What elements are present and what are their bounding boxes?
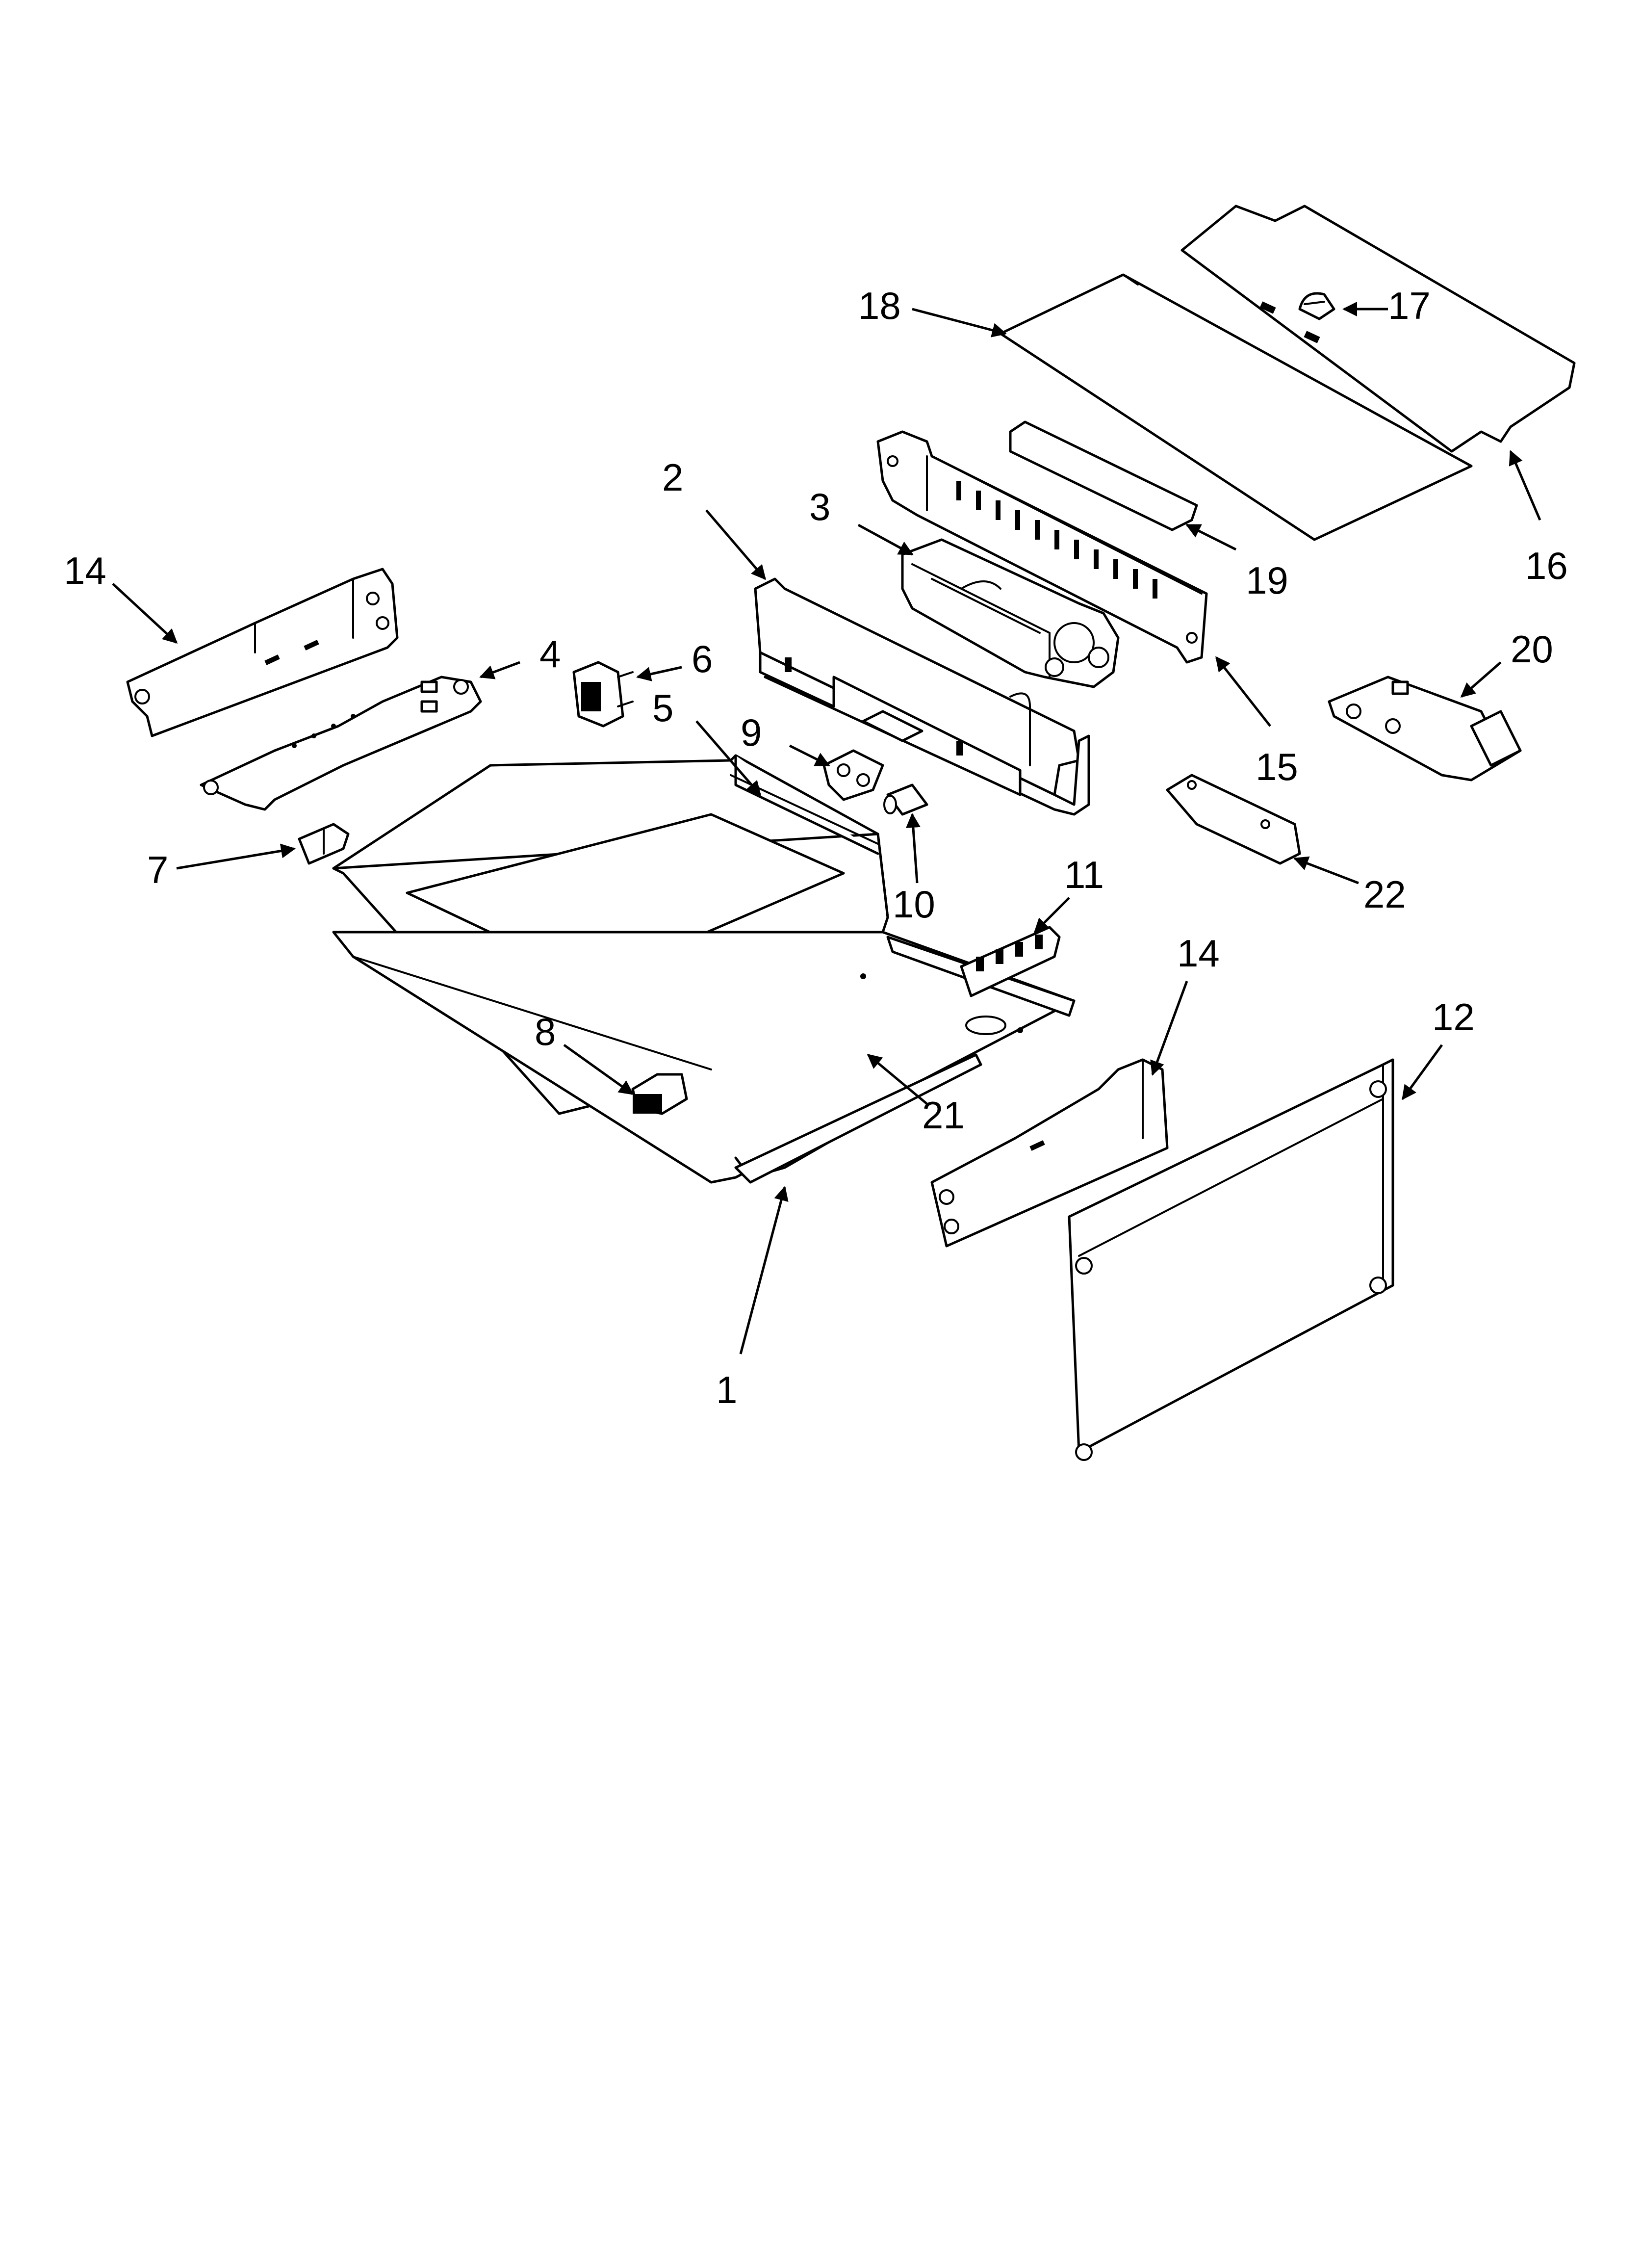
part-14-side-bracket-right — [930, 1058, 1169, 1248]
part-6-switch — [572, 661, 634, 728]
part-2-channel-bracket — [754, 577, 1090, 816]
part-8-latch — [631, 1073, 688, 1115]
callout-16: 16 — [1525, 544, 1568, 587]
part-22-bracket — [1166, 774, 1301, 865]
callout-2: 2 — [662, 456, 683, 499]
part-16-top-panel — [1180, 205, 1576, 453]
part-9-terminal — [822, 749, 884, 801]
part-10-fuse — [883, 783, 928, 816]
callout-15: 15 — [1256, 745, 1298, 788]
callout-18: 18 — [858, 284, 901, 327]
callout-14-left: 14 — [64, 549, 106, 592]
part-3-latch-assembly — [901, 538, 1120, 688]
callout-14-right: 14 — [1177, 932, 1220, 975]
callout-17: 17 — [1388, 284, 1431, 327]
part-21-oven-panel — [332, 754, 1076, 1184]
callout-3: 3 — [809, 485, 830, 528]
callout-7: 7 — [147, 848, 168, 891]
part-14-side-bracket-left — [126, 568, 399, 737]
vent-slots — [956, 481, 1157, 599]
part-7-block — [298, 823, 350, 865]
callout-5: 5 — [652, 686, 673, 730]
callout-6: 6 — [692, 637, 713, 680]
part-15-vented-bracket — [876, 430, 1208, 664]
callout-12: 12 — [1432, 995, 1475, 1039]
part-20-bracket — [1328, 676, 1522, 782]
part-19-plate — [1009, 420, 1198, 531]
callout-9: 9 — [741, 711, 762, 754]
part-12-front-panel — [1068, 1058, 1394, 1461]
callout-19: 19 — [1246, 559, 1288, 602]
callout-8: 8 — [535, 1010, 556, 1053]
part-11-terminal-block — [960, 926, 1061, 997]
part-1-trim-strip — [734, 1053, 982, 1184]
part-17-clip — [1259, 292, 1335, 343]
callout-11: 11 — [1064, 853, 1104, 896]
callout-20: 20 — [1511, 627, 1553, 671]
callout-10: 10 — [893, 883, 935, 926]
part-18-insulation-sheet — [999, 273, 1473, 541]
part-4-mounting-plate — [200, 676, 482, 811]
callout-22: 22 — [1363, 873, 1406, 916]
leader-lines — [112, 302, 1541, 1355]
callout-4: 4 — [539, 632, 561, 676]
callout-21: 21 — [922, 1094, 965, 1137]
callout-labels: 18 17 16 19 15 3 2 14 4 6 5 9 10 7 11 22… — [64, 284, 1568, 1411]
callout-1: 1 — [716, 1368, 737, 1411]
